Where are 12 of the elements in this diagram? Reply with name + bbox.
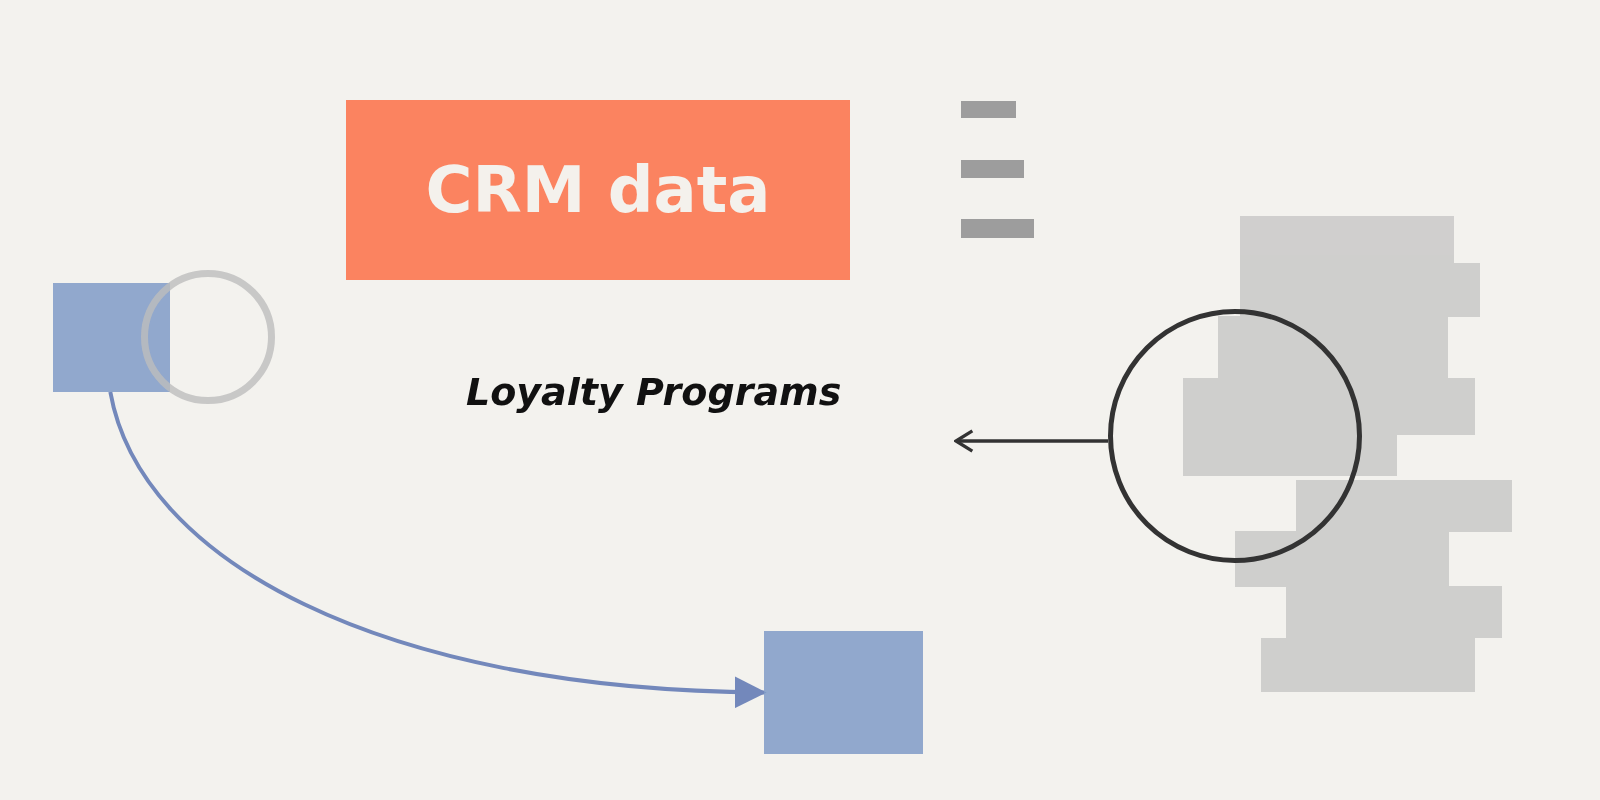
label-box	[346, 100, 850, 280]
bar-mark	[961, 160, 1024, 178]
square-block	[53, 283, 170, 392]
bar-mark	[961, 101, 1016, 118]
square-block	[764, 631, 923, 754]
box-title: CRM data	[425, 153, 771, 227]
circle-outline	[1108, 309, 1362, 563]
bar-mark	[961, 219, 1034, 238]
ring-outline	[141, 270, 275, 404]
arrow	[108, 391, 767, 708]
arrow	[954, 429, 1108, 453]
heading-text: Loyalty Programs	[466, 370, 956, 470]
